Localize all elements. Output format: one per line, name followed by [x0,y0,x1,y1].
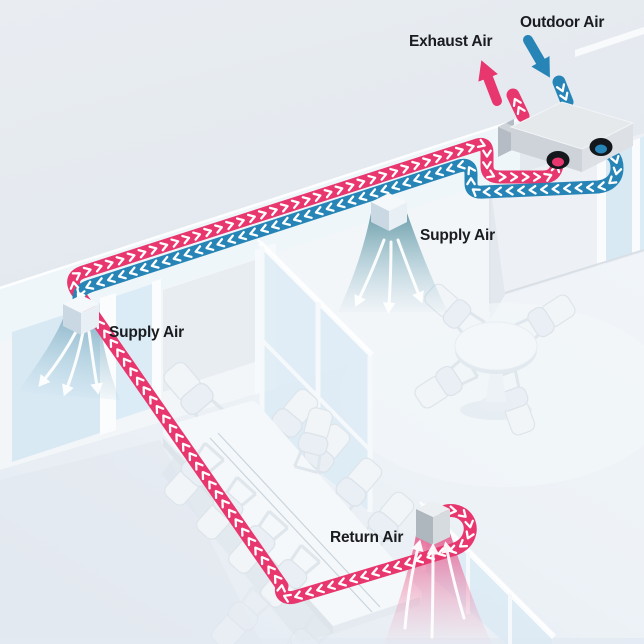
far-roof-edge [575,27,644,57]
wall-recess-panel [163,260,255,392]
supply-diffuser-middle [371,193,407,231]
round-table-area [409,278,581,440]
supply-air-middle-label: Supply Air [420,227,495,244]
outdoor-air-arrow [523,35,550,78]
exhaust-air-label: Exhaust Air [409,33,493,50]
window-mullion [597,152,606,266]
return-air-label: Return Air [330,529,404,546]
supply-air-left-label: Supply Air [109,324,184,341]
erv-top-face [509,101,635,150]
return-air-arrows [403,539,466,639]
outdoor-air-label: Outdoor Air [520,14,605,31]
supply-air-fan-middle [338,213,448,314]
return-air-vent [416,501,450,545]
supply-diffuser-left [63,295,99,335]
exhaust-air-arrow [478,60,502,106]
window-glass [640,136,644,252]
erv-unit [498,101,635,172]
supply-air-fan-left [18,316,120,400]
window-mullion [152,279,161,409]
window-mullion [632,138,640,255]
round-table [454,321,538,371]
